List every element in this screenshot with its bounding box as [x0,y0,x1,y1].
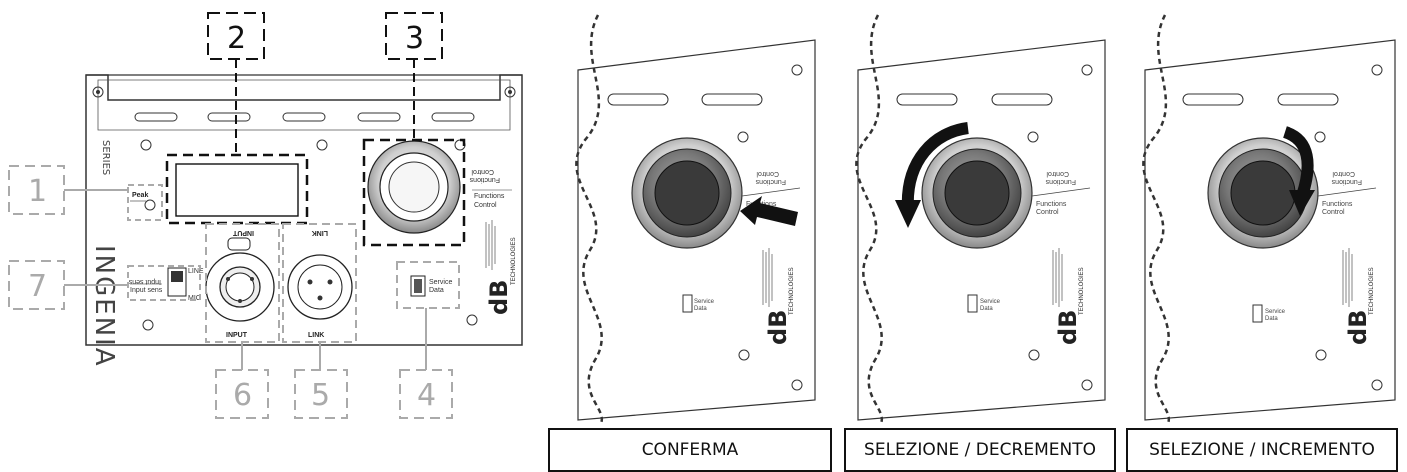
functions-label-line1: Functions [474,193,505,200]
peak-led [144,199,156,211]
rear-panel-diagram: SERIES INGENIA Peak Functions Control Fu… [85,74,523,368]
svg-text:TECHNOLOGIES: TECHNOLOGIES [1079,267,1085,315]
display-window [175,163,299,217]
svg-text:Functions: Functions [1036,201,1067,208]
svg-text:LINK: LINK [312,229,328,236]
detail-decrement: Functions Control Functions Control Serv… [855,14,1106,426]
svg-text:dB: dB [1344,310,1372,345]
callout-7: 7 [8,260,128,310]
svg-text:Functions: Functions [1322,201,1353,208]
svg-text:Control: Control [756,170,779,177]
callout-3: 3 [385,12,443,140]
db-logo: dB [485,280,513,315]
svg-text:Control: Control [471,168,494,175]
caption-confirm: CONFERMA [548,428,832,472]
svg-text:Control: Control [1036,209,1059,216]
svg-text:dB: dB [764,310,792,345]
caption-decrement: SELEZIONE / DECREMENTO [844,428,1116,472]
svg-text:Control: Control [1332,170,1355,177]
callout-5: 5 [294,342,348,419]
caption-increment: SELEZIONE / INCREMENTO [1126,428,1398,472]
callout-2-number: 2 [227,21,246,56]
diagram-canvas: SERIES INGENIA Peak Functions Control Fu… [8,12,1396,426]
input-label: INPUT [226,332,248,339]
svg-text:Functions: Functions [469,176,500,183]
svg-text:Service: Service [1265,309,1286,315]
input-label-top: INPUT [232,229,254,236]
svg-text:Service: Service [980,299,1001,305]
svg-text:Functions: Functions [1331,178,1362,185]
svg-text:TECHNOLOGIES: TECHNOLOGIES [1369,267,1375,315]
functions-label-line2: Control [474,202,497,209]
callout-2: 2 [207,12,265,155]
svg-text:Functions: Functions [1045,178,1076,185]
callout-1: 1 [8,165,128,215]
svg-text:dB: dB [1054,310,1082,345]
callout-5-number: 5 [311,378,330,413]
link-label: LINK [308,332,324,339]
db-logo-tech: TECHNOLOGIES [511,237,517,285]
service-label-line2: Data [429,287,444,294]
callout-4-number: 4 [417,378,436,413]
svg-text:Data: Data [694,306,707,312]
svg-text:TECHNOLOGIES: TECHNOLOGIES [789,267,795,315]
callout-6: 6 [215,342,269,419]
peak-label: Peak [132,192,148,199]
detail-confirm: Functions Control Functions Control Serv… [575,14,816,426]
svg-text:Service: Service [694,299,715,305]
svg-text:Control: Control [1046,170,1069,177]
svg-text:Data: Data [1265,316,1278,322]
callout-7-number: 7 [28,269,47,304]
svg-text:Input sens: Input sens [128,278,161,285]
svg-text:Functions: Functions [755,178,786,185]
callout-1-number: 1 [28,174,47,209]
callout-3-number: 3 [405,21,424,56]
series-vertical-text: SERIES [100,140,111,175]
callout-4: 4 [399,308,453,419]
brand-vertical-text: INGENIA [89,245,119,368]
switch-mic-label: MIC [188,295,201,302]
svg-text:Control: Control [1322,209,1345,216]
switch-line-label: LINE [188,268,204,275]
svg-text:Data: Data [980,306,993,312]
callout-6-number: 6 [233,378,252,413]
service-label-line1: Service [429,279,452,286]
detail-increment: Functions Control Functions Control Serv… [1142,14,1396,426]
input-sens-label: Input sens [130,287,163,294]
